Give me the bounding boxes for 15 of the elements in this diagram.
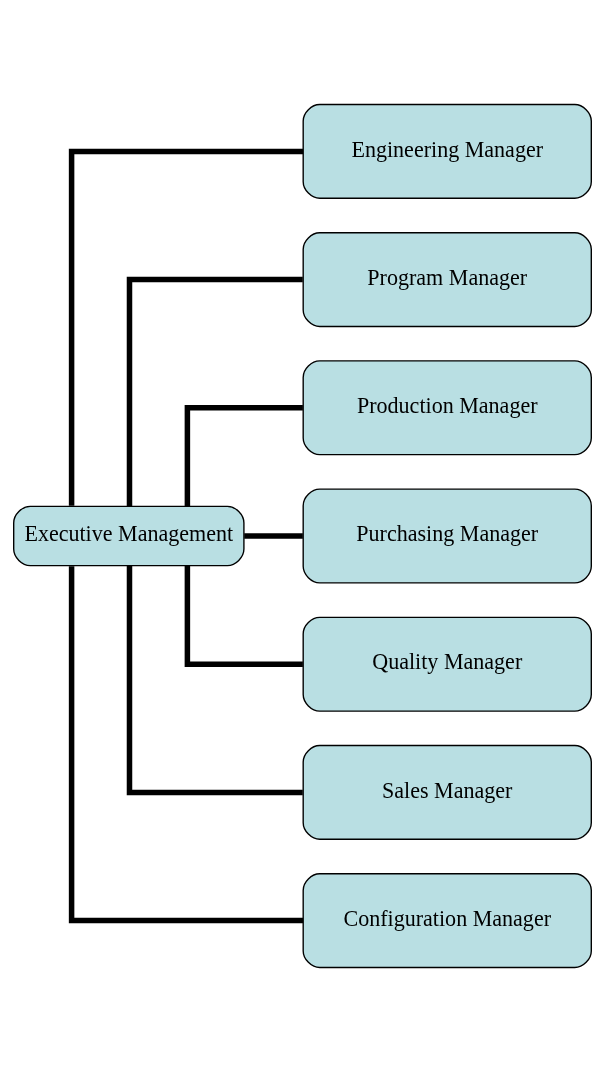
connector bbox=[126, 565, 303, 796]
node-box: Sales Manager bbox=[302, 744, 592, 840]
connector bbox=[184, 565, 303, 667]
connector bbox=[244, 533, 303, 539]
node-box: Configuration Manager bbox=[302, 873, 592, 969]
connector bbox=[126, 276, 303, 507]
node-box: Engineering Manager bbox=[302, 103, 592, 199]
connector bbox=[68, 566, 304, 924]
connector bbox=[68, 148, 304, 506]
node-box: Purchasing Manager bbox=[302, 488, 592, 584]
node-box: Quality Manager bbox=[302, 616, 592, 712]
node-box: Executive Management bbox=[13, 505, 245, 567]
node-box: Production Manager bbox=[302, 360, 592, 456]
node-box: Program Manager bbox=[302, 232, 592, 328]
connector bbox=[184, 405, 303, 507]
